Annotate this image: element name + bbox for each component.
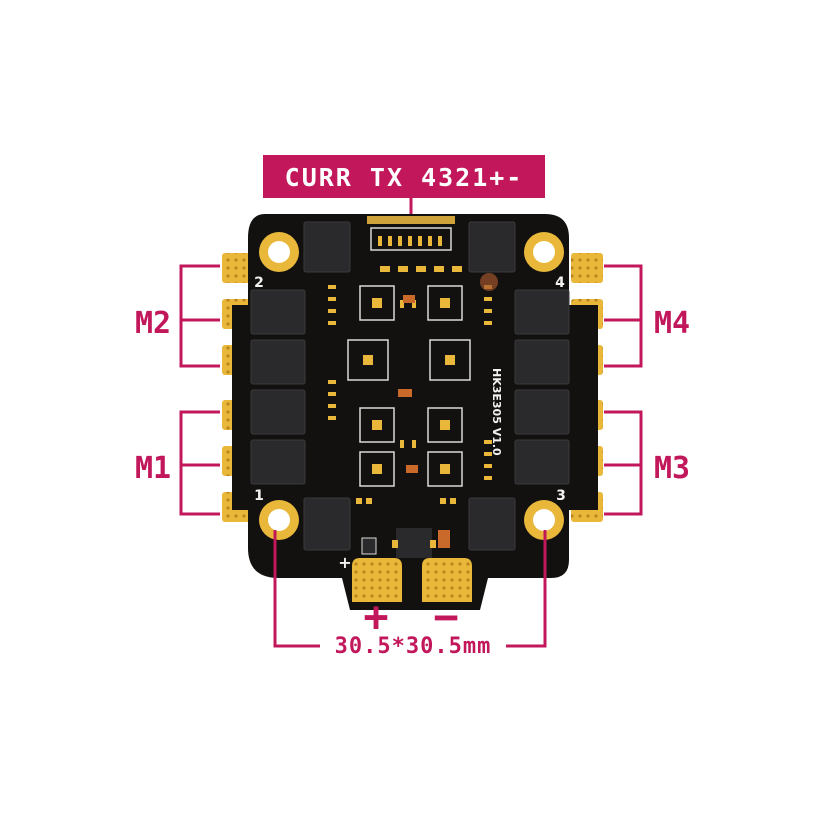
dimension-bracket-right xyxy=(506,530,547,648)
power-minus-label: − xyxy=(433,592,458,641)
pcb-board: 2 4 1 3 + HK3E305 V1.0 xyxy=(232,214,598,610)
connector-pins xyxy=(378,236,442,246)
label-m3: M3 xyxy=(654,451,690,486)
silk-hole-1: 1 xyxy=(254,488,264,504)
mosfet xyxy=(514,289,570,335)
header-label-box xyxy=(263,155,545,198)
mosfet xyxy=(250,339,306,385)
connector-outline xyxy=(370,227,452,251)
test-point xyxy=(480,273,498,291)
pad-m4-a xyxy=(571,253,603,283)
dimension-bracket-left xyxy=(273,530,320,648)
battery-pad-negative xyxy=(422,558,472,602)
power-plus-label: + xyxy=(363,592,388,641)
label-m4: M4 xyxy=(654,306,690,341)
mounting-holes xyxy=(259,232,564,540)
dimension-label: 30.5*30.5mm xyxy=(335,634,492,659)
label-m2: M2 xyxy=(135,306,171,341)
mosfet xyxy=(514,389,570,435)
header-callout: CURR TX 4321+- xyxy=(263,155,545,214)
mosfet xyxy=(514,439,570,485)
silk-hole-3: 3 xyxy=(556,488,566,504)
bracket-m1 xyxy=(179,410,220,516)
mosfets xyxy=(250,221,570,551)
mosfet xyxy=(250,389,306,435)
silk-hole-2: 2 xyxy=(254,275,264,291)
dimension-callout: 30.5*30.5mm xyxy=(273,530,547,659)
label-m1: M1 xyxy=(135,451,171,486)
bracket-m4 xyxy=(604,264,643,368)
bracket-m3 xyxy=(604,410,643,516)
mosfet xyxy=(468,221,516,273)
mosfet xyxy=(250,439,306,485)
ic-footprints xyxy=(347,285,471,487)
mosfet xyxy=(303,497,351,551)
bracket-m2 xyxy=(179,264,220,368)
hole-1 xyxy=(268,509,290,531)
silk-board-name: HK3E305 V1.0 xyxy=(490,368,503,456)
resistors xyxy=(398,295,450,548)
hole-4 xyxy=(533,241,555,263)
silk-hole-4: 4 xyxy=(555,275,565,291)
pad-m2-a xyxy=(222,253,254,283)
header-label: CURR TX 4321+- xyxy=(285,163,524,192)
mosfet xyxy=(250,289,306,335)
hole-2 xyxy=(268,241,290,263)
connector-strip xyxy=(367,216,455,224)
motor-labels: M2 M1 M4 M3 xyxy=(128,302,694,486)
battery-pad-positive xyxy=(352,558,402,602)
silk-plus: + xyxy=(338,553,351,572)
mosfet xyxy=(514,339,570,385)
mosfet xyxy=(303,221,351,273)
regulator-pin xyxy=(392,540,398,548)
regulator-pin xyxy=(430,540,436,548)
motor-brackets xyxy=(179,264,643,516)
ic-center-pads xyxy=(363,298,455,474)
diode xyxy=(361,537,377,555)
mosfet xyxy=(468,497,516,551)
voltage-regulator xyxy=(396,528,432,558)
hole-3 xyxy=(533,509,555,531)
